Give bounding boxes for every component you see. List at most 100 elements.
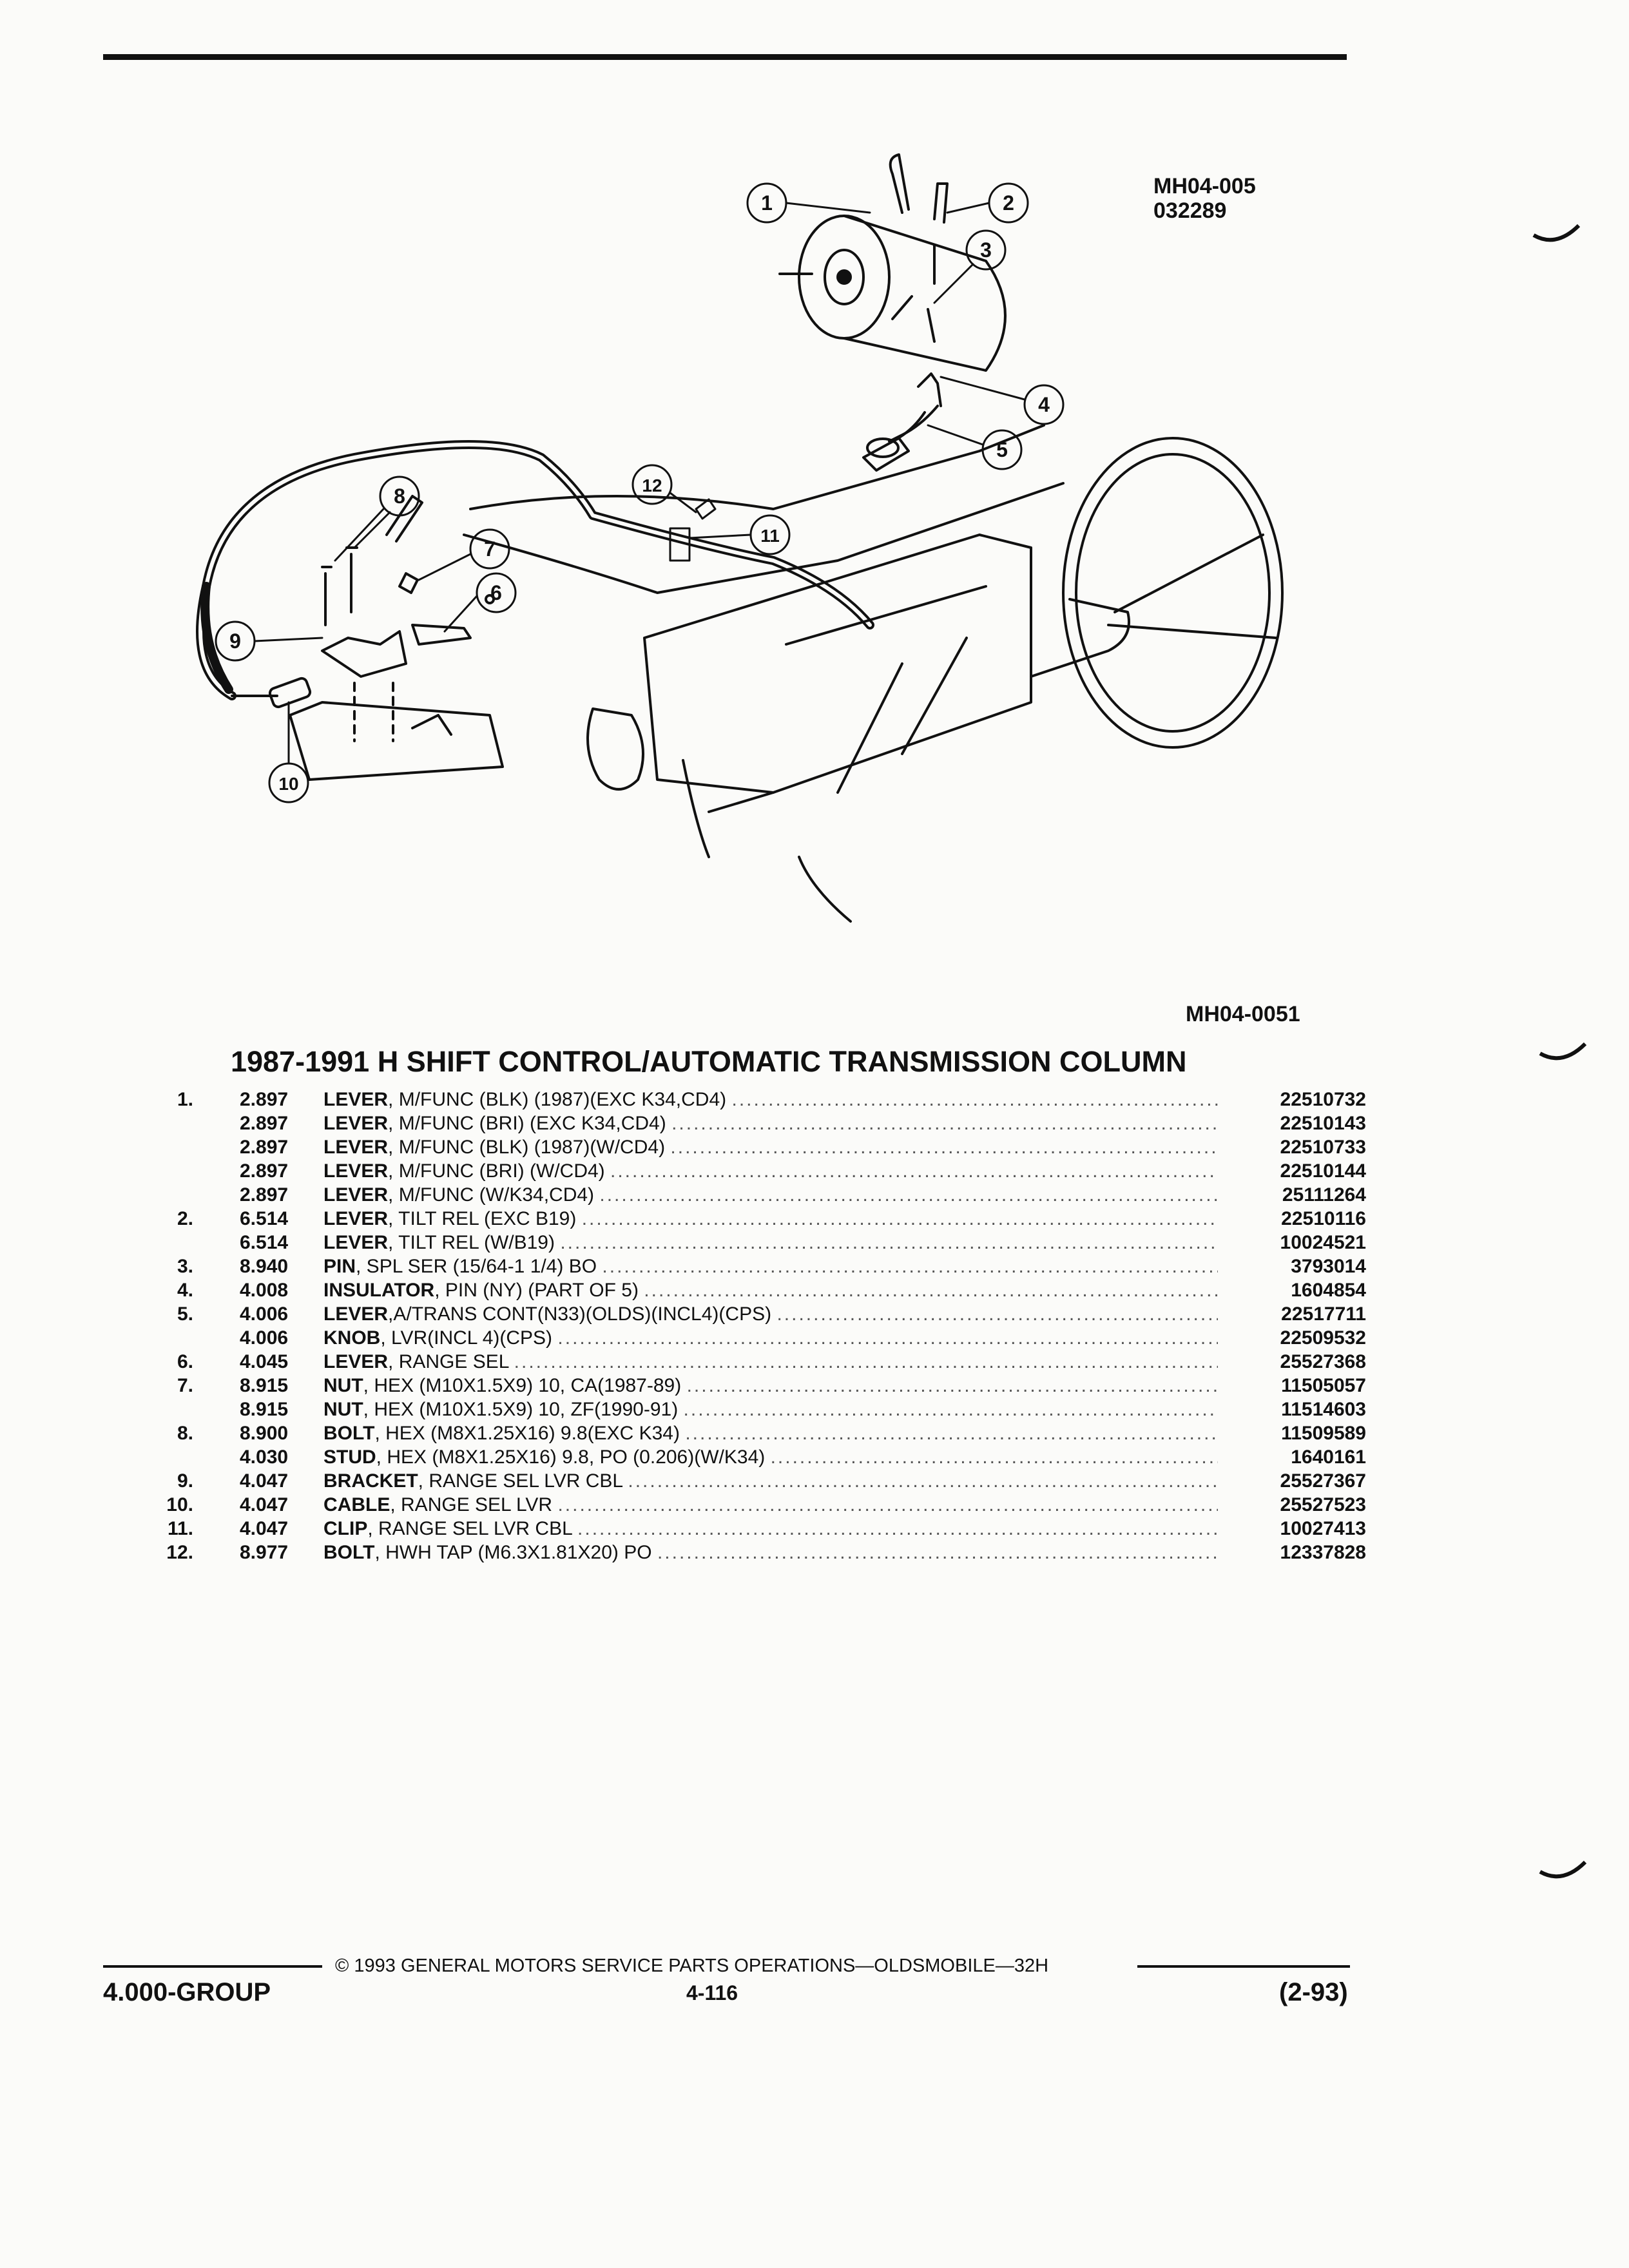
parts-row: 7. 8.915 NUT, HEX (M10X1.5X9) 10, CA(1987-…: [155, 1374, 1366, 1398]
leader-dots: ........................................…: [685, 1423, 1218, 1444]
part-number: 22510733: [1280, 1137, 1366, 1158]
group-number: 8.977: [240, 1542, 289, 1563]
binding-tick-mark: [1532, 224, 1581, 242]
group-number: 2.897: [240, 1113, 289, 1134]
part-description: LEVER, TILT REL (EXC B19) ..............…: [323, 1207, 1218, 1231]
callout-12: 12: [631, 464, 717, 520]
part-noun: LEVER: [323, 1208, 389, 1229]
group-number: 6.514: [240, 1208, 289, 1229]
svg-text:8: 8: [394, 485, 405, 508]
part-spec: , RANGE SEL LVR CBL: [418, 1470, 623, 1492]
bracket-and-lever-drawing: [289, 495, 504, 781]
part-spec: , TILT REL (W/B19): [388, 1232, 555, 1253]
leader-dots: ........................................…: [686, 1375, 1218, 1396]
part-description: CLIP, RANGE SEL LVR CBL ................…: [323, 1517, 1218, 1541]
part-noun: LEVER: [323, 1184, 389, 1206]
callout-10: 10: [268, 701, 309, 803]
parts-row: 2.897 LEVER, M/FUNC (BRI) (EXC K34,CD4) .…: [155, 1111, 1366, 1135]
callout-4: 4: [940, 376, 1065, 425]
group-number: 4.006: [240, 1303, 289, 1325]
svg-text:3: 3: [980, 238, 992, 262]
part-noun: LEVER: [323, 1351, 389, 1372]
part-spec: , PIN (NY) (PART OF 5): [434, 1280, 639, 1301]
binding-tick-mark: [1539, 1860, 1587, 1879]
group-number: 2.897: [240, 1160, 289, 1182]
part-description: KNOB, LVR(INCL 4)(CPS) .................…: [323, 1326, 1218, 1350]
parts-row: 11. 4.047 CLIP, RANGE SEL LVR CBL ........…: [155, 1517, 1366, 1541]
callout-7: 7: [418, 528, 510, 581]
leader-dots: ........................................…: [581, 1208, 1218, 1229]
leader-dots: ........................................…: [599, 1184, 1218, 1206]
part-noun: LEVER: [323, 1089, 389, 1110]
group-number: 4.047: [240, 1494, 289, 1515]
part-number: 11514603: [1281, 1399, 1366, 1420]
figure-id: MH04-005 032289: [1153, 174, 1256, 223]
leader-dots: ........................................…: [557, 1327, 1218, 1349]
footer-date: (2-93): [1279, 1978, 1348, 2006]
leader-dots: ........................................…: [670, 1137, 1218, 1158]
binding-tick-mark: [1539, 1042, 1587, 1061]
part-description: LEVER, M/FUNC (BLK) (1987)(EXC K34,CD4) …: [323, 1088, 1218, 1111]
leader-dots: ........................................…: [514, 1351, 1218, 1372]
part-spec: , HWH TAP (M6.3X1.81X20) PO: [374, 1542, 652, 1563]
part-description: LEVER, M/FUNC (BRI) (W/CD4) ............…: [323, 1159, 1218, 1183]
part-spec: , M/FUNC (BLK) (1987)(EXC K34,CD4): [388, 1089, 727, 1110]
group-number: 4.047: [240, 1518, 289, 1539]
part-number: 22510116: [1281, 1208, 1366, 1229]
section-title: 1987-1991 H SHIFT CONTROL/AUTOMATIC TRAN…: [231, 1045, 1187, 1078]
part-noun: BOLT: [323, 1423, 375, 1444]
part-number: 22510144: [1280, 1160, 1366, 1182]
footer-rule-left: [103, 1965, 322, 1968]
part-noun: CABLE: [323, 1494, 390, 1515]
part-description: LEVER, M/FUNC (BRI) (EXC K34,CD4) ......…: [323, 1111, 1218, 1135]
part-number: 25527523: [1280, 1494, 1366, 1515]
callout-number: 9.: [177, 1470, 193, 1492]
group-number: 4.008: [240, 1280, 289, 1301]
part-description: BRACKET, RANGE SEL LVR CBL .............…: [323, 1469, 1218, 1493]
part-spec: , TILT REL (EXC B19): [388, 1208, 577, 1229]
callout-1: 1: [746, 182, 871, 224]
leader-dots: ........................................…: [657, 1542, 1218, 1563]
part-noun: LEVER: [323, 1113, 389, 1134]
figure-date-code: 032289: [1153, 198, 1227, 223]
part-spec: , HEX (M10X1.5X9) 10, CA(1987-89): [363, 1375, 682, 1396]
svg-text:2: 2: [1003, 191, 1014, 215]
group-number: 8.915: [240, 1375, 289, 1396]
callout-9: 9: [215, 620, 323, 662]
group-number: 4.006: [240, 1327, 289, 1349]
part-description: LEVER, TILT REL (W/B19) ................…: [323, 1231, 1218, 1254]
callout-6: 6: [443, 572, 517, 633]
callout-number: 10.: [166, 1494, 193, 1515]
svg-text:11: 11: [760, 526, 780, 546]
leader-dots: ........................................…: [602, 1256, 1218, 1277]
part-noun: BRACKET: [323, 1470, 418, 1492]
footer-group: 4.000-GROUP: [103, 1978, 271, 2006]
callout-number: 1.: [177, 1089, 193, 1110]
svg-text:5: 5: [996, 438, 1008, 461]
top-rule: [103, 54, 1347, 60]
callout-8: 8: [334, 476, 420, 562]
callout-number: 7.: [177, 1375, 193, 1396]
part-number: 22517711: [1281, 1303, 1366, 1325]
part-spec: , HEX (M8X1.25X16) 9.8(EXC K34): [374, 1423, 680, 1444]
callout-number: 3.: [177, 1256, 193, 1277]
part-description: NUT, HEX (M10X1.5X9) 10, CA(1987-89) ...…: [323, 1374, 1218, 1398]
part-number: 11509589: [1281, 1423, 1366, 1444]
shift-lever-drawing: [862, 372, 942, 472]
part-spec: , HEX (M10X1.5X9) 10, ZF(1990-91): [363, 1399, 679, 1420]
part-spec: , M/FUNC (BLK) (1987)(W/CD4): [388, 1137, 666, 1158]
dashboard-and-steering-drawing: [463, 424, 1284, 923]
svg-text:4: 4: [1038, 393, 1050, 416]
part-noun: LEVER: [323, 1303, 389, 1325]
part-noun: CLIP: [323, 1518, 368, 1539]
part-noun: LEVER: [323, 1160, 389, 1182]
leader-dots: ........................................…: [610, 1160, 1218, 1182]
part-number: 12337828: [1280, 1542, 1366, 1563]
svg-text:1: 1: [761, 191, 773, 215]
callout-number: 11.: [167, 1518, 193, 1539]
